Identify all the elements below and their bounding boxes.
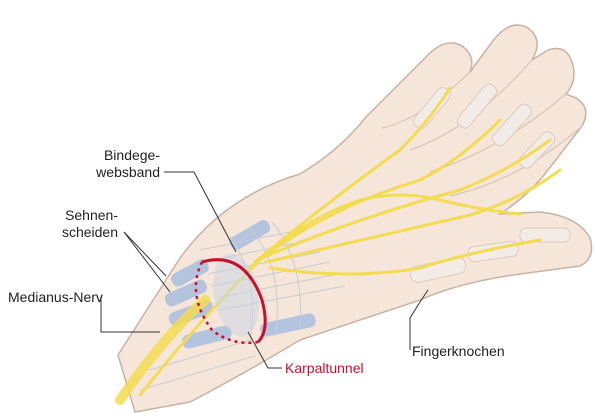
label-karpaltunnel: Karpaltunnel: [285, 360, 364, 377]
label-fingerknochen: Fingerknochen: [412, 343, 505, 360]
label-medianus-nerv: Medianus-Nerv: [8, 289, 103, 306]
hand-silhouette: [118, 25, 592, 412]
label-bindegewebsband: Bindege- websband: [60, 147, 160, 181]
label-bindegewebsband-line2: websband: [60, 164, 160, 181]
label-bindegewebsband-line1: Bindege-: [60, 147, 160, 164]
label-sehnenscheiden: Sehnen- scheiden: [20, 207, 118, 241]
label-sehnenscheiden-line2: scheiden: [20, 224, 118, 241]
label-sehnenscheiden-line1: Sehnen-: [20, 207, 118, 224]
